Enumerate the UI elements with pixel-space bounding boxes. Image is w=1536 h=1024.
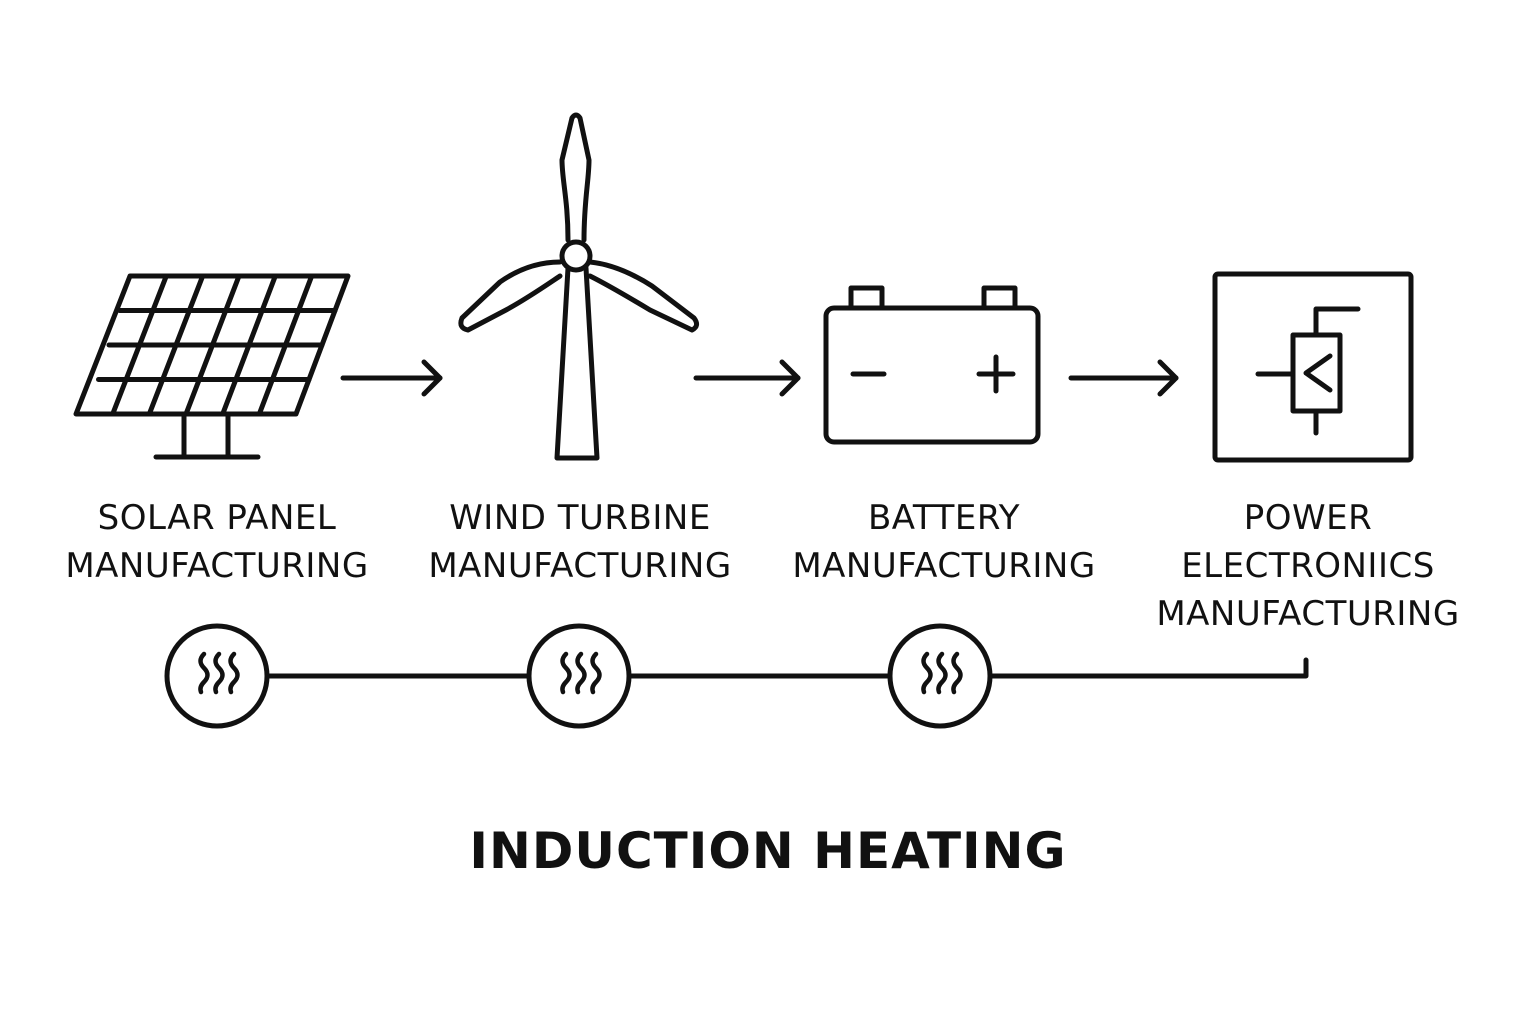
stage-label-line: ELECTRONIICS: [1181, 546, 1435, 586]
stage-label-wind-turbine: WIND TURBINE MANUFACTURING: [420, 494, 740, 590]
stage-label-line: MANUFACTURING: [792, 546, 1096, 586]
stage-label-power-electronics: POWER ELECTRONIICS MANUFACTURING: [1148, 494, 1468, 638]
induction-heating-title: INDUCTION HEATING: [469, 822, 1067, 880]
wind-turbine-icon: [458, 112, 700, 461]
heating-connector-line: [264, 657, 1309, 679]
stage-label-line: SOLAR PANEL: [97, 498, 337, 538]
power-electronics-icon: [1212, 271, 1414, 463]
flow-arrow-3: [1068, 359, 1179, 397]
heating-node-3: [887, 623, 993, 729]
heating-node-1: [164, 623, 270, 729]
stage-label-line: MANUFACTURING: [428, 546, 732, 586]
stage-label-line: BATTERY: [867, 498, 1021, 538]
heat-waves-icon: [560, 651, 602, 695]
battery-icon: [823, 285, 1041, 445]
stage-label-line: POWER: [1243, 498, 1373, 538]
stage-label-line: MANUFACTURING: [65, 546, 369, 586]
heat-waves-icon: [921, 651, 963, 695]
stage-label-solar-panel: SOLAR PANEL MANUFACTURING: [57, 494, 377, 590]
flow-arrow-1: [340, 359, 443, 397]
stage-label-battery: BATTERY MANUFACTURING: [784, 494, 1104, 590]
flow-arrow-2: [693, 359, 801, 397]
solar-panel-icon: [73, 273, 351, 460]
stage-label-line: MANUFACTURING: [1156, 594, 1460, 634]
heating-node-2: [526, 623, 632, 729]
heat-waves-icon: [198, 651, 240, 695]
stage-label-line: WIND TURBINE: [449, 498, 711, 538]
